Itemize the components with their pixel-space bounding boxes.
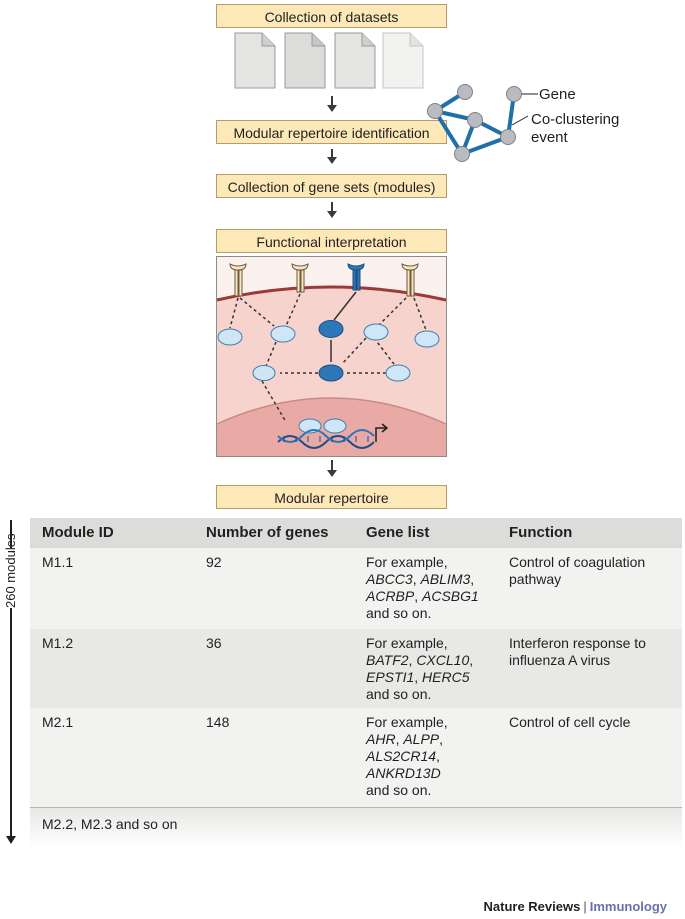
cell-gene-list: For example, BATF2, CXCL10, EPSTI1, HERC… — [366, 635, 474, 702]
active-signal-arrows — [330, 291, 357, 362]
document-icon-1 — [234, 32, 276, 89]
cell-membrane — [216, 285, 447, 302]
gene-node — [506, 86, 522, 102]
flow-arrow-4 — [327, 460, 337, 477]
signal-arrows — [229, 293, 427, 423]
table-row: M1.2 36 For example, BATF2, CXCL10, EPST… — [30, 629, 682, 712]
gene-name: ANKRD13D — [366, 765, 441, 781]
cell-signalling-illustration — [216, 256, 447, 457]
cell-gene-list: For example, ABCC3, ABLIM3, ACRBP, ACSBG… — [366, 554, 479, 621]
step-collection-of-gene-sets: Collection of gene sets (modules) — [216, 174, 447, 198]
gene-node — [454, 146, 470, 162]
gene-list-suffix: and so on. — [366, 605, 432, 621]
gene-name: HERC5 — [422, 669, 470, 685]
step-functional-interpretation: Functional interpretation — [216, 229, 447, 253]
gene-name: ABLIM3 — [420, 571, 471, 587]
gene-list-prefix: For example, — [366, 714, 448, 730]
cell-gene-list: For example, AHR, ALPP, ALS2CR14, ANKRD1… — [366, 714, 448, 798]
gene-name: ACRBP — [366, 588, 415, 604]
modules-axis-arrow — [6, 520, 16, 844]
cell-gene-count: 148 — [206, 714, 230, 730]
cell-function: Control of coagulation pathway — [509, 554, 646, 587]
network-edge — [460, 135, 510, 156]
step-collection-of-datasets: Collection of datasets — [216, 4, 447, 28]
cell-module-id: M1.2 — [42, 635, 74, 651]
dna-helix-icon — [277, 429, 375, 449]
step-modular-repertoire: Modular repertoire — [216, 485, 447, 509]
legend-coclustering-line2: event — [531, 129, 568, 146]
gene-list-suffix: and so on. — [366, 782, 432, 798]
table-header: Module ID Number of genes Gene list Func… — [30, 518, 682, 548]
active-receptor-icon — [347, 263, 365, 291]
cell-gene-count: 92 — [206, 554, 222, 570]
cell-more-modules: M2.2, M2.3 and so on — [42, 816, 178, 832]
gene-name: AHR — [366, 731, 396, 747]
coclustering-network — [427, 84, 538, 162]
header-module-id: Module ID — [42, 524, 114, 541]
gene-name: CXCL10 — [416, 652, 470, 668]
step-modular-repertoire-identification: Modular repertoire identification — [216, 120, 447, 144]
journal-section: Immunology — [589, 899, 667, 914]
cell-gene-count: 36 — [206, 635, 222, 651]
document-icon-4 — [382, 32, 424, 89]
gene-list-prefix: For example, — [366, 554, 448, 570]
receptor-icon — [291, 263, 309, 293]
gene-name: ALPP — [403, 731, 440, 747]
legend-coclustering-line1: Co-clustering — [531, 111, 620, 128]
modules-count-label: 260 modules — [3, 533, 19, 608]
legend-gene: Gene — [539, 86, 576, 103]
flow-arrow-1 — [327, 96, 337, 112]
header-function: Function — [509, 524, 573, 541]
document-icon-2 — [284, 32, 326, 89]
journal-name: Nature Reviews — [483, 899, 581, 914]
dataset-documents-icon — [234, 32, 424, 89]
gene-name: EPSTI1 — [366, 669, 415, 685]
gene-name: ALS2CR14 — [366, 748, 437, 764]
gene-name: ACSBG1 — [422, 588, 479, 604]
receptor-icon — [401, 263, 419, 297]
receptor-icon — [229, 263, 247, 297]
journal-credit: Nature Reviews|Immunology — [484, 899, 668, 914]
gene-node — [427, 103, 443, 119]
gene-name: BATF2 — [366, 652, 409, 668]
gene-node — [467, 112, 483, 128]
signalling-molecules — [217, 323, 440, 434]
gene-list-prefix: For example, — [366, 635, 448, 651]
header-gene-list: Gene list — [366, 524, 430, 541]
gene-list-suffix: and so on. — [366, 686, 432, 702]
flow-arrow-2 — [327, 149, 337, 164]
network-edge — [433, 109, 464, 156]
active-molecules — [318, 320, 344, 382]
cell-function: Control of cell cycle — [509, 714, 631, 730]
table-footer-row: M2.2, M2.3 and so on — [30, 808, 682, 848]
nuclear-envelope — [216, 397, 447, 425]
gene-name: ABCC3 — [366, 571, 413, 587]
document-icon-3 — [334, 32, 376, 89]
flow-arrow-3 — [327, 202, 337, 218]
coclustering-leader-line — [511, 115, 529, 126]
cell-function: Interferon response to influenza A virus — [509, 635, 646, 668]
legend-coclustering: Co-clustering event — [531, 111, 619, 147]
table-row: M2.1 148 For example, AHR, ALPP, ALS2CR1… — [30, 708, 682, 808]
cell-module-id: M2.1 — [42, 714, 74, 730]
transcription-start-icon — [375, 423, 389, 442]
gene-node — [500, 129, 516, 145]
cell-module-id: M1.1 — [42, 554, 74, 570]
gene-nodes — [427, 84, 522, 162]
gene-node — [457, 84, 473, 100]
credit-separator: | — [583, 899, 587, 914]
header-number-of-genes: Number of genes — [206, 524, 329, 541]
